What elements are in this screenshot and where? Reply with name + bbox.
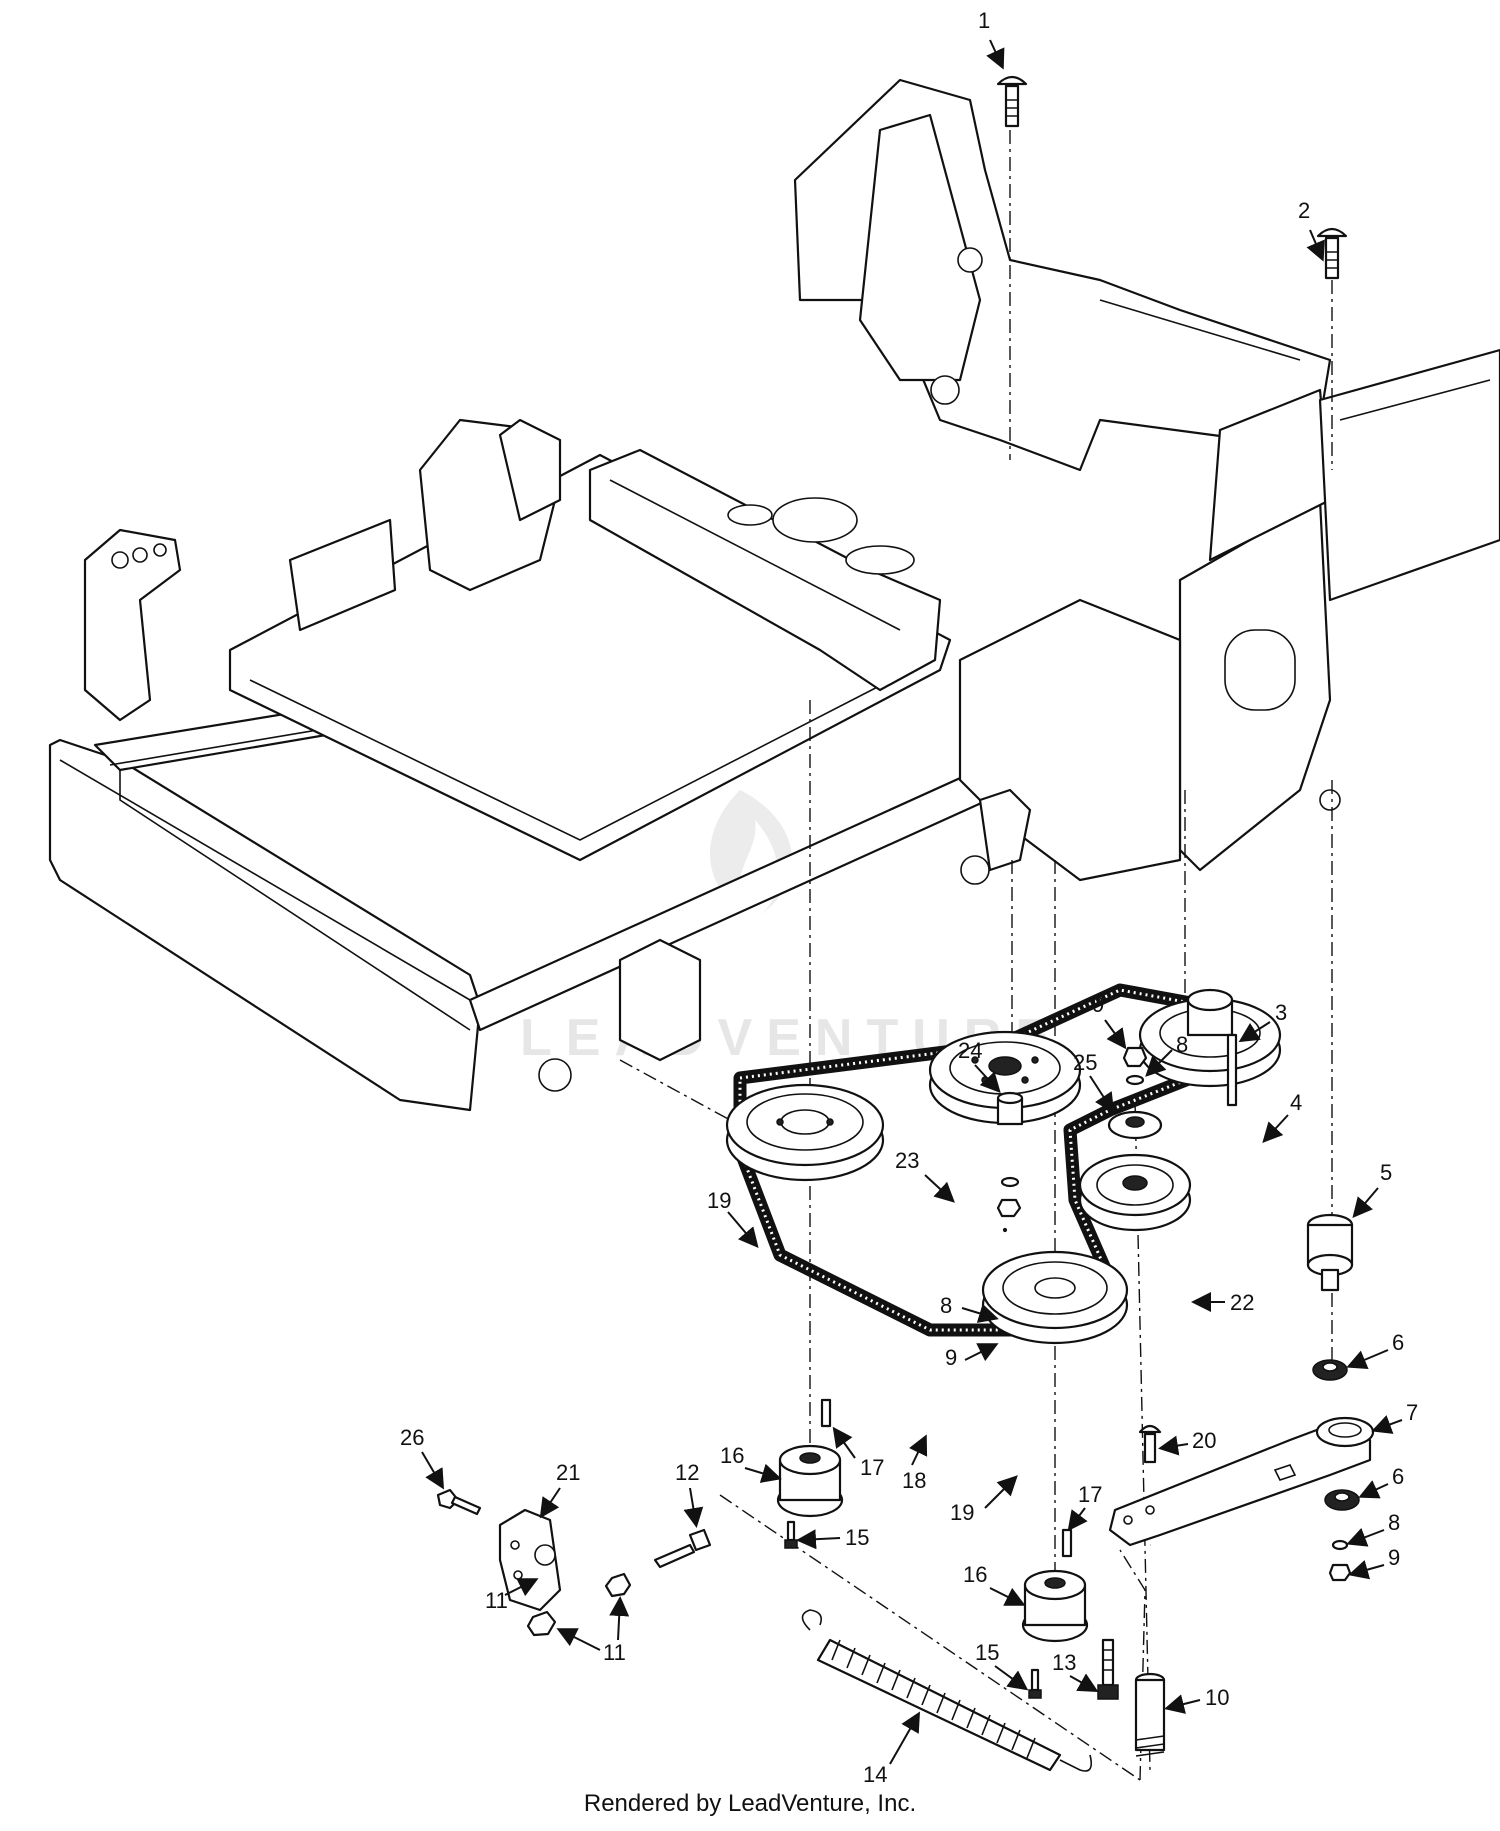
callout-20: 20 — [1192, 1428, 1216, 1453]
callout-11-left: 11 — [485, 1588, 508, 1613]
idler-arm-7 — [1108, 1416, 1375, 1547]
callout-15-left: 15 — [845, 1525, 869, 1550]
bearing-6-top — [1312, 1359, 1348, 1381]
spring-14 — [801, 1609, 1093, 1772]
callout-5: 5 — [1380, 1160, 1392, 1185]
callout-6-top: 6 — [1392, 1330, 1404, 1355]
bolt-26 — [436, 1488, 482, 1516]
hub-16-right — [1021, 1569, 1089, 1643]
callout-8-top: 8 — [1176, 1032, 1188, 1057]
callout-17-left: 17 — [860, 1455, 884, 1480]
screw-15-left — [784, 1520, 798, 1549]
callout-6-bottom: 6 — [1392, 1464, 1404, 1489]
footer-credit: Rendered by LeadVenture, Inc. — [583, 1790, 917, 1817]
callout-24: 24 — [958, 1038, 982, 1063]
callout-2: 2 — [1298, 198, 1310, 223]
screw-15-right — [1028, 1668, 1042, 1699]
callouts: 1 2 3 4 5 6 7 6 8 9 10 11 11 — [400, 8, 1418, 1787]
callout-21: 21 — [556, 1460, 580, 1485]
key-17-right — [1061, 1528, 1073, 1558]
bracket-21 — [498, 1508, 562, 1612]
pulley-4 — [1138, 988, 1282, 1088]
key-17-left — [820, 1398, 832, 1428]
callout-1: 1 — [978, 8, 990, 33]
pin-10 — [1134, 1672, 1166, 1757]
callout-10: 10 — [1205, 1685, 1229, 1710]
callout-15-right: 15 — [975, 1640, 999, 1665]
callout-18: 18 — [902, 1468, 926, 1493]
hardware-right — [1328, 1539, 1352, 1582]
spacer-24 — [996, 1091, 1024, 1126]
hub-16-left — [776, 1444, 844, 1518]
mower-frame — [48, 78, 1500, 1112]
hardware-25 — [1107, 1046, 1163, 1140]
callout-13: 13 — [1052, 1650, 1076, 1675]
bolt-2 — [1316, 227, 1348, 280]
callout-22: 22 — [1230, 1290, 1254, 1315]
key-3 — [1226, 1033, 1238, 1107]
callout-7: 7 — [1406, 1400, 1418, 1425]
callout-23: 23 — [895, 1148, 919, 1173]
callout-19-top: 19 — [707, 1188, 731, 1213]
bolt-1 — [996, 75, 1028, 128]
deck-belt — [733, 983, 1269, 1337]
callout-12: 12 — [675, 1460, 699, 1485]
nut-11-a — [604, 1572, 632, 1598]
bearing-6-bottom — [1324, 1489, 1360, 1511]
pulley-23 — [928, 1030, 1082, 1233]
callout-26: 26 — [400, 1425, 424, 1450]
callout-16-left: 16 — [720, 1443, 744, 1468]
callout-16-right: 16 — [963, 1562, 987, 1587]
callout-19-bottom: 19 — [950, 1500, 974, 1525]
pulley-19-bottom — [981, 1250, 1129, 1345]
bolt-13 — [1097, 1638, 1119, 1700]
callout-25: 25 — [1073, 1050, 1097, 1075]
bolt-20 — [1138, 1424, 1162, 1464]
callout-14: 14 — [863, 1762, 887, 1787]
hardware-center — [996, 1176, 1022, 1218]
callout-8-center: 8 — [940, 1293, 952, 1318]
callout-8-right: 8 — [1388, 1510, 1400, 1535]
callout-3: 3 — [1275, 1000, 1287, 1025]
pulley-19-left — [725, 1083, 885, 1182]
callout-9-right: 9 — [1388, 1545, 1400, 1570]
callout-9-center: 9 — [945, 1345, 957, 1370]
callout-17-right: 17 — [1078, 1482, 1102, 1507]
callout-11-bottom: 11 — [603, 1640, 626, 1665]
nut-11-b — [526, 1610, 557, 1637]
sleeve-5 — [1306, 1213, 1354, 1292]
bolt-12 — [653, 1528, 712, 1569]
callout-4: 4 — [1290, 1090, 1302, 1115]
pulley-22 — [1078, 1153, 1192, 1232]
callout-9-top: 9 — [1092, 992, 1104, 1017]
